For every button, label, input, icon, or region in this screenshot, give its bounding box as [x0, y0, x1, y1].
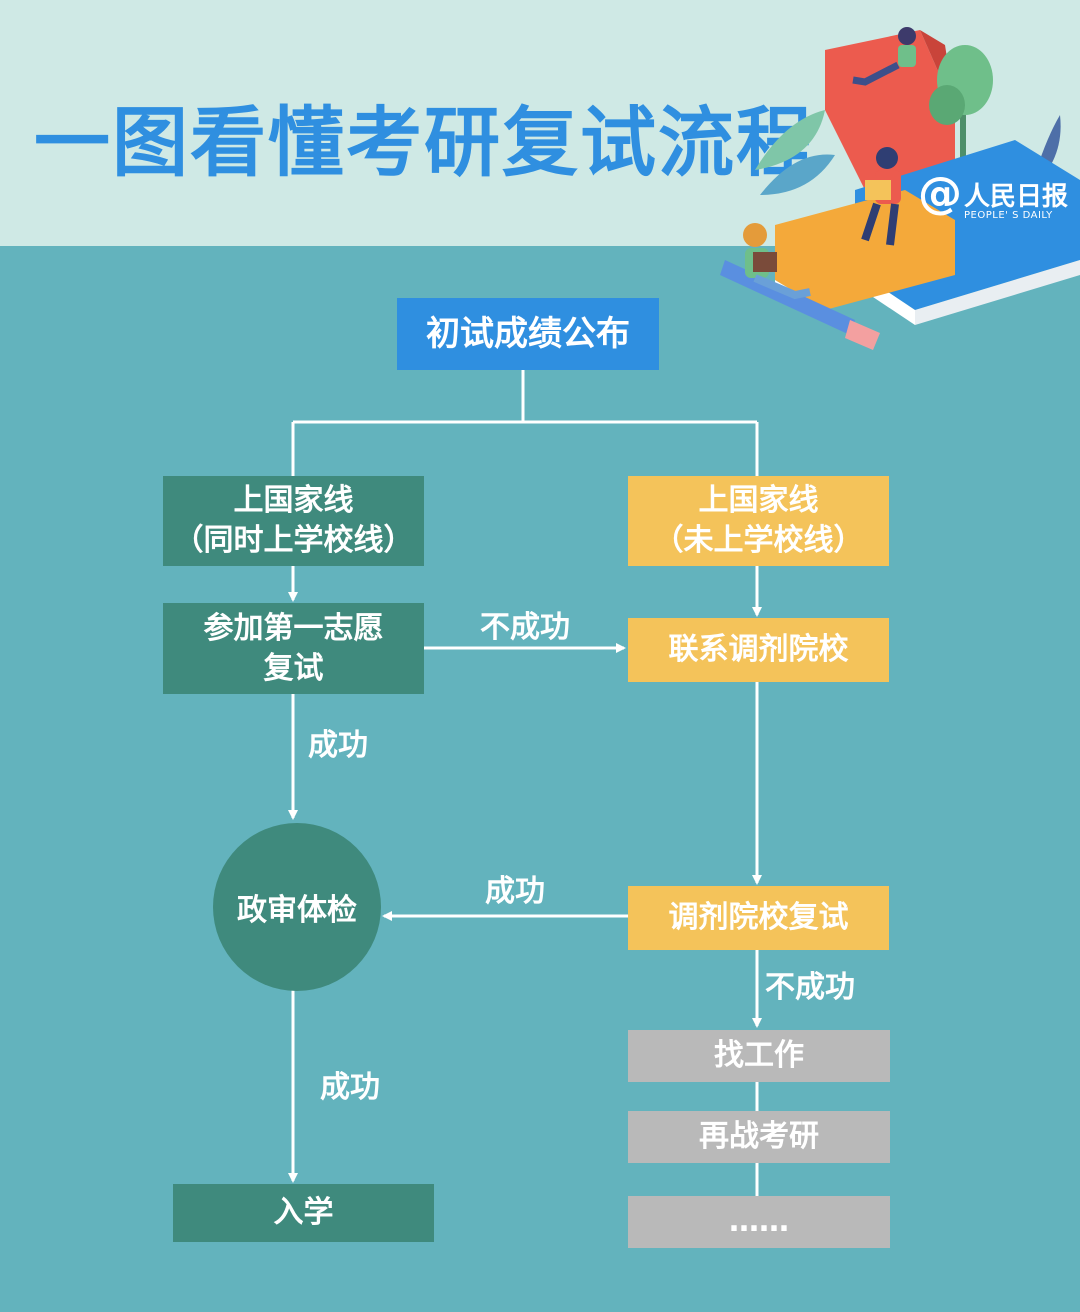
node-political-review-physical: 政审体检	[213, 823, 381, 991]
page-title: 一图看懂考研复试流程	[34, 98, 814, 187]
node-find-job: 找工作	[628, 1030, 890, 1082]
node-national-and-school-line: 上国家线 （同时上学校线）	[163, 476, 424, 566]
edge-label-success-first: 成功	[308, 728, 368, 763]
node-retry-exam: 再战考研	[628, 1111, 890, 1163]
node-initial-scores: 初试成绩公布	[397, 298, 659, 370]
node-review-label: 政审体检	[237, 893, 357, 928]
node-first-choice-retest: 参加第一志愿 复试	[163, 603, 424, 694]
node-more-label: ……	[729, 1204, 789, 1239]
node-enroll-label: 入学	[273, 1195, 334, 1230]
edge-start-split	[293, 370, 757, 424]
node-national-not-school-line: 上国家线 （未上学校线）	[628, 476, 889, 566]
node-contact-adjust-school: 联系调剂院校	[628, 618, 889, 682]
edge-label-success-review: 成功	[320, 1070, 380, 1105]
node-job-label: 找工作	[714, 1038, 804, 1073]
node-more: ……	[628, 1196, 890, 1248]
edge-label-fail-adjust: 不成功	[765, 970, 855, 1005]
edge-label-fail-first: 不成功	[480, 610, 570, 645]
brand-name: 人民日报	[964, 182, 1069, 212]
node-line2: （同时上学校线）	[173, 523, 414, 558]
node-adjust-retest-label: 调剂院校复试	[668, 900, 849, 935]
node-line2: （未上学校线）	[653, 523, 864, 558]
node-line1: 上国家线	[698, 483, 819, 518]
node-contact-label: 联系调剂院校	[668, 632, 849, 667]
node-line1: 参加第一志愿	[203, 610, 384, 646]
node-enroll: 入学	[173, 1184, 434, 1242]
node-line1: 上国家线	[233, 483, 354, 518]
node-initial-scores-label: 初试成绩公布	[426, 314, 630, 354]
node-adjust-school-retest: 调剂院校复试	[628, 886, 889, 950]
edge-label-success-adjust: 成功	[485, 874, 545, 909]
node-retry-label: 再战考研	[699, 1119, 819, 1154]
brand-at: @	[918, 168, 962, 219]
reading-illustration	[720, 27, 1080, 350]
brand-english: PEOPLE' S DAILY	[964, 210, 1053, 221]
node-line2: 复试	[263, 650, 324, 686]
